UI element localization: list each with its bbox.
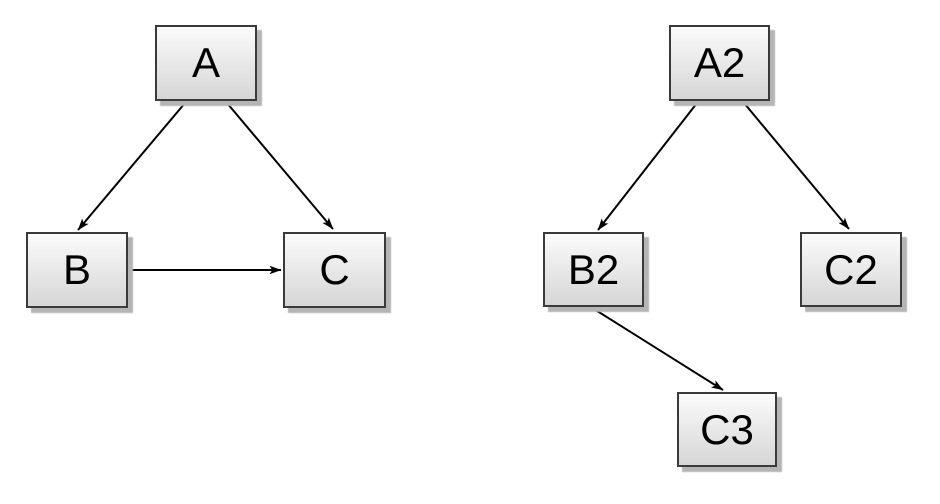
node-label-C: C (319, 246, 350, 293)
edge-A2-to-C2[interactable] (743, 102, 850, 230)
node-B[interactable]: B (26, 232, 128, 308)
node-B2[interactable]: B2 (543, 232, 644, 307)
node-label-B2: B2 (567, 245, 620, 293)
node-A2[interactable]: A2 (669, 25, 770, 101)
node-C[interactable]: C (283, 232, 386, 308)
node-label-C2: C2 (824, 245, 878, 293)
edge-A-to-B[interactable] (77, 102, 186, 231)
edge-B2-to-C3[interactable] (593, 308, 724, 391)
edge-A2-to-B2[interactable] (597, 102, 698, 231)
node-C2[interactable]: C2 (800, 232, 902, 307)
node-label-C3: C3 (700, 405, 754, 453)
node-label-A2: A2 (693, 39, 746, 86)
node-label-B: B (62, 246, 91, 293)
node-label-A: A (191, 39, 220, 86)
node-C3[interactable]: C3 (677, 392, 777, 467)
node-A[interactable]: A (155, 25, 257, 101)
edge-A-to-C[interactable] (226, 102, 334, 230)
